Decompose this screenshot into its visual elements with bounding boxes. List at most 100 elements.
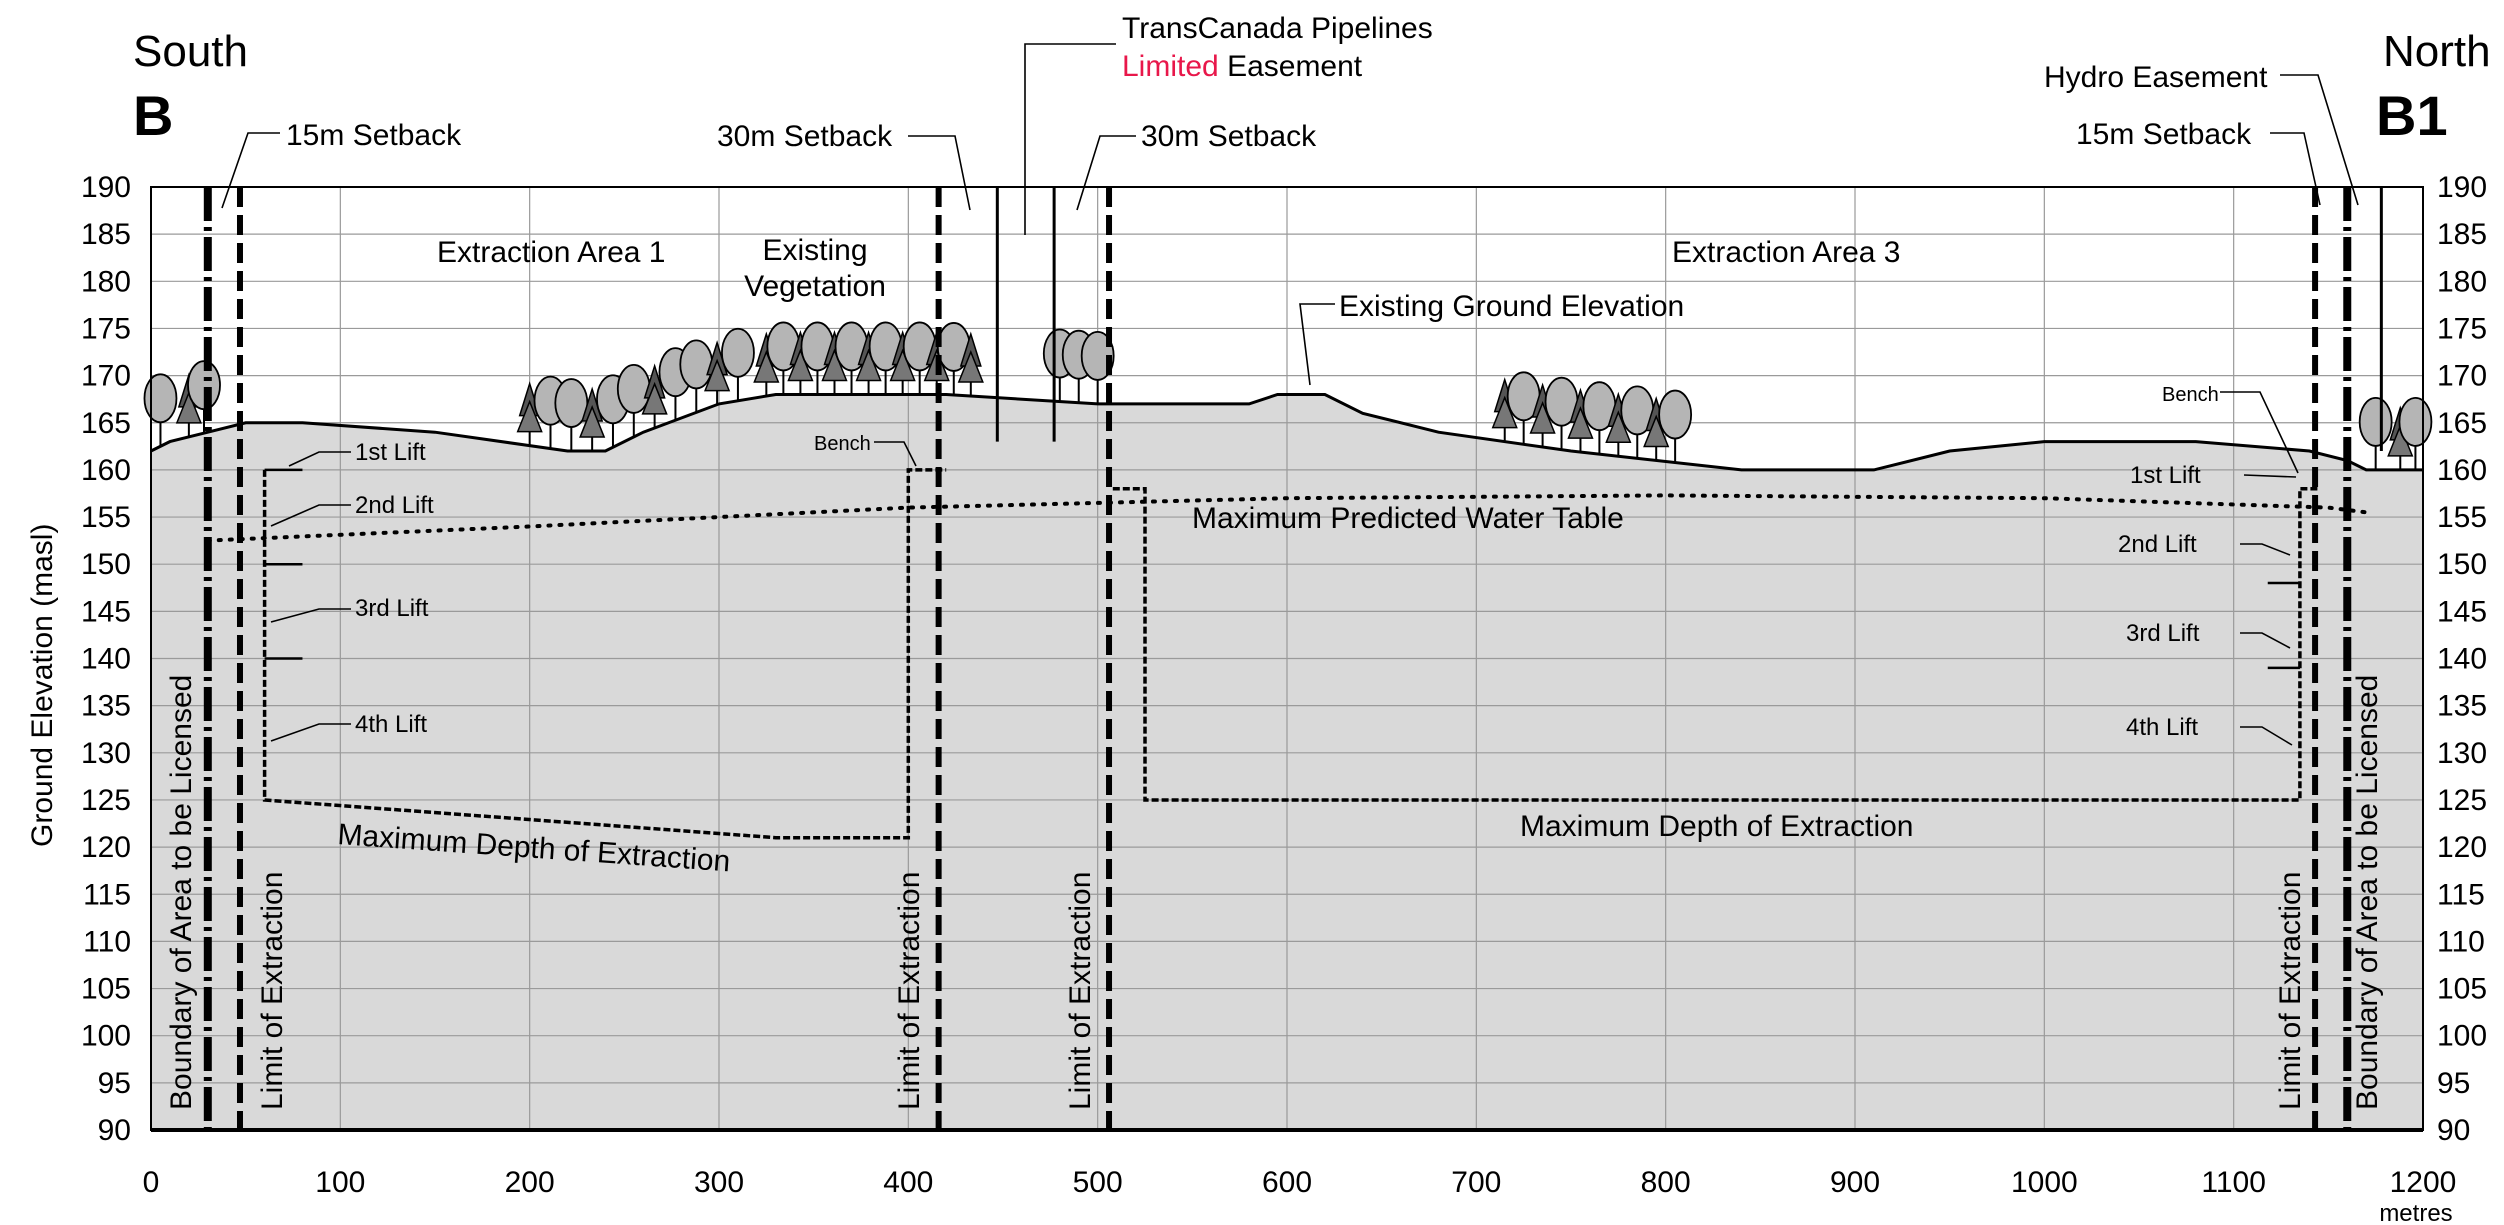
y-tick-label-left: 190: [81, 171, 131, 204]
x-tick-label: 1000: [2011, 1166, 2078, 1199]
deciduous-tree-icon: [2398, 396, 2433, 470]
y-tick-label-right: 115: [2437, 878, 2485, 911]
water-table-line: [205, 493, 2369, 543]
y-tick-label-left: 150: [81, 548, 131, 581]
section-id-right: B1: [2376, 84, 2448, 147]
deciduous-tree-icon: [554, 378, 589, 452]
tree-crown: [1643, 414, 1670, 448]
x-tick-label: 600: [1262, 1166, 1312, 1199]
extraction-area-1-label: Extraction Area 1: [437, 236, 665, 269]
y-tick-label-left: 120: [81, 831, 131, 864]
existing-vegetation-label-1: Existing: [762, 234, 867, 267]
setback-15-right-label: 15m Setback: [2076, 118, 2252, 151]
deciduous-tree-icon: [1582, 381, 1617, 455]
extraction-area-3-floor: [1112, 487, 2319, 802]
y-tick-label-right: 105: [2437, 973, 2487, 1006]
limit-label-1: Limit of Extraction: [256, 872, 289, 1110]
y-tick-label-right: 95: [2437, 1067, 2470, 1100]
y-tick-label-right: 120: [2437, 831, 2487, 864]
ground-profile-line: [150, 393, 2423, 472]
x-tick-label: 500: [1073, 1166, 1123, 1199]
section-id-left: B: [133, 84, 173, 147]
tree-crown: [703, 358, 731, 392]
x-tick-label: 900: [1830, 1166, 1880, 1199]
setback-30-left-label: 30m Setback: [717, 120, 893, 153]
tree-crown: [641, 381, 668, 415]
x-tick-label: 800: [1641, 1166, 1691, 1199]
tree-crown: [616, 363, 651, 414]
tree-crown: [721, 327, 755, 378]
setback-30-right-label: 30m Setback: [1141, 120, 1317, 153]
y-tick-label-right: 190: [2437, 171, 2487, 204]
tree-crown: [2358, 396, 2393, 447]
north-label: North: [2383, 27, 2491, 76]
bench-label-1: Bench: [814, 433, 871, 455]
y-tick-label-right: 150: [2437, 548, 2487, 581]
y-tick-label-right: 90: [2437, 1114, 2470, 1147]
tree-crown: [1658, 389, 1693, 440]
tree-crown: [1529, 400, 1556, 434]
y-tick-label-left: 110: [83, 925, 131, 958]
extraction-area-1-floor: [262, 468, 947, 840]
y-tick-label-left: 155: [81, 501, 131, 534]
lift-3-left: 3rd Lift: [355, 595, 429, 622]
conifer-tree-icon: [957, 331, 984, 396]
water-table-label: Maximum Predicted Water Table: [1192, 502, 1624, 535]
x-axis-unit: metres: [2379, 1200, 2452, 1225]
y-tick-label-left: 90: [98, 1114, 131, 1147]
tree-crown: [679, 339, 714, 390]
pipeline-limited-word: Limited: [1122, 50, 1219, 83]
tree-crown: [579, 405, 606, 438]
y-tick-label-right: 145: [2437, 595, 2487, 628]
extraction-area-3-label: Extraction Area 3: [1672, 236, 1900, 269]
x-tick-label: 1100: [2201, 1166, 2266, 1199]
boundary-label-right: Boundary of Area to be Licensed: [2351, 675, 2384, 1110]
y-tick-label-right: 165: [2437, 407, 2487, 440]
lift-1-right: 1st Lift: [2130, 462, 2201, 489]
deciduous-tree-icon: [1080, 330, 1115, 404]
x-tick-label: 300: [694, 1166, 744, 1199]
deciduous-tree-icon: [1544, 376, 1579, 450]
conifer-tree-icon: [579, 386, 606, 452]
existing-vegetation-label-2: Vegetation: [744, 270, 886, 303]
y-tick-label-left: 135: [81, 690, 131, 723]
tree-crown: [1491, 395, 1518, 429]
y-tick-label-left: 180: [81, 265, 131, 298]
tree-crown: [1080, 330, 1115, 381]
y-tick-label-left: 95: [98, 1067, 131, 1100]
y-tick-label-right: 125: [2437, 784, 2487, 817]
tree-crown: [821, 348, 848, 382]
conifer-tree-icon: [703, 340, 731, 405]
pipeline-title: TransCanada Pipelines: [1122, 12, 1433, 45]
max-depth-label-3: Maximum Depth of Extraction: [1520, 810, 1913, 843]
tree-crown: [889, 348, 916, 382]
lift-2-right: 2nd Lift: [2118, 531, 2197, 558]
boundary-label-left: Boundary of Area to be Licensed: [165, 675, 198, 1110]
y-tick-label-left: 125: [81, 784, 131, 817]
limit-label-2: Limit of Extraction: [893, 872, 926, 1110]
deciduous-tree-icon: [868, 321, 903, 395]
y-tick-label-right: 155: [2437, 501, 2487, 534]
deciduous-tree-icon: [616, 363, 651, 437]
y-tick-label-left: 145: [81, 595, 131, 628]
y-tick-label-right: 140: [2437, 643, 2487, 676]
hydro-easement-label: Hydro Easement: [2044, 61, 2268, 94]
pipeline-subtitle: Limited Easement: [1122, 50, 1363, 83]
tree-crown: [957, 349, 984, 383]
lift-2-left: 2nd Lift: [355, 492, 434, 519]
y-tick-label-left: 160: [81, 454, 131, 487]
tree-crown: [753, 350, 780, 383]
tree-crown: [1605, 410, 1632, 444]
deciduous-tree-icon: [766, 321, 801, 395]
x-tick-label: 0: [143, 1166, 160, 1199]
y-tick-label-right: 160: [2437, 454, 2487, 487]
lift-4-left: 4th Lift: [355, 711, 427, 738]
y-tick-label-right: 130: [2437, 737, 2487, 770]
south-label: South: [133, 27, 248, 76]
y-tick-label-left: 130: [81, 737, 131, 770]
tree-crown: [175, 390, 202, 424]
x-tick-label: 400: [883, 1166, 933, 1199]
y-axis-title: Ground Elevation (masl): [26, 524, 59, 847]
lift-1-left: 1st Lift: [355, 439, 426, 466]
